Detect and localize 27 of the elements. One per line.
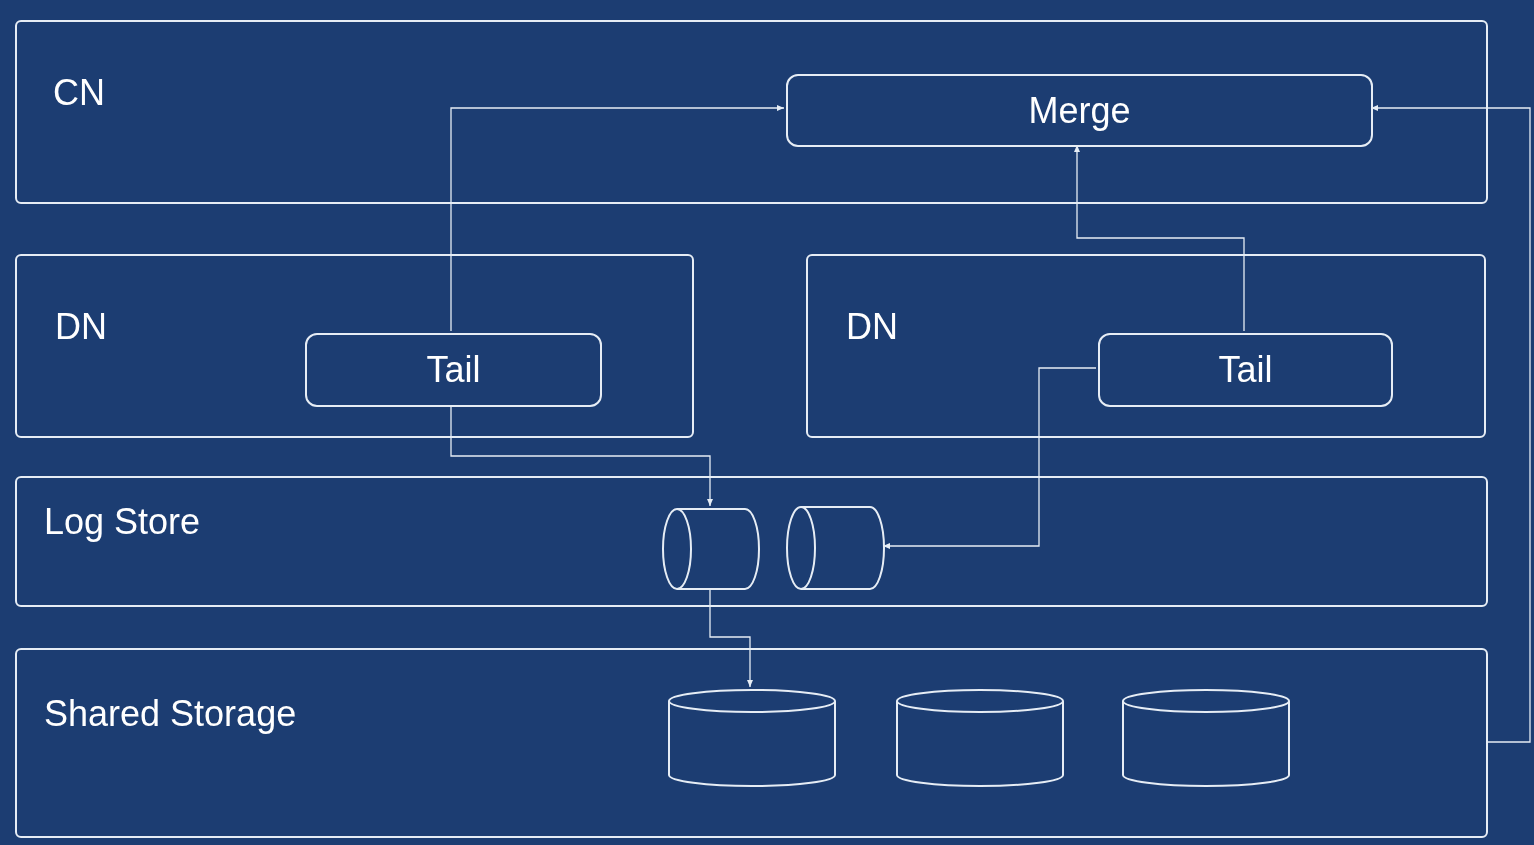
process-label: Tail bbox=[1218, 349, 1273, 391]
layer-panel bbox=[15, 476, 1488, 607]
layer-label: DN bbox=[846, 306, 898, 348]
storage-cylinder bbox=[1122, 689, 1290, 787]
layer-panel bbox=[15, 648, 1488, 838]
layer-panel bbox=[15, 20, 1488, 204]
process-box bbox=[305, 333, 602, 407]
arrow bbox=[1370, 105, 1531, 743]
layer-label: CN bbox=[53, 72, 105, 114]
storage-cylinder bbox=[668, 689, 836, 787]
process-label: Tail bbox=[426, 349, 481, 391]
log-cylinder bbox=[662, 508, 760, 590]
process-box bbox=[786, 74, 1373, 147]
layer-label: Log Store bbox=[44, 501, 201, 543]
arrow bbox=[450, 404, 713, 507]
arrow bbox=[882, 367, 1097, 549]
process-label: Merge bbox=[1028, 89, 1131, 132]
layer-panel bbox=[806, 254, 1486, 438]
log-cylinder bbox=[786, 506, 885, 590]
layer-panel bbox=[15, 254, 694, 438]
arrow bbox=[1074, 144, 1245, 332]
storage-cylinder bbox=[896, 689, 1064, 787]
process-box bbox=[1098, 333, 1393, 407]
arrow bbox=[450, 105, 785, 332]
arrow bbox=[709, 587, 753, 688]
layer-label: Shared Storage bbox=[44, 693, 297, 735]
layer-label: DN bbox=[55, 306, 107, 348]
